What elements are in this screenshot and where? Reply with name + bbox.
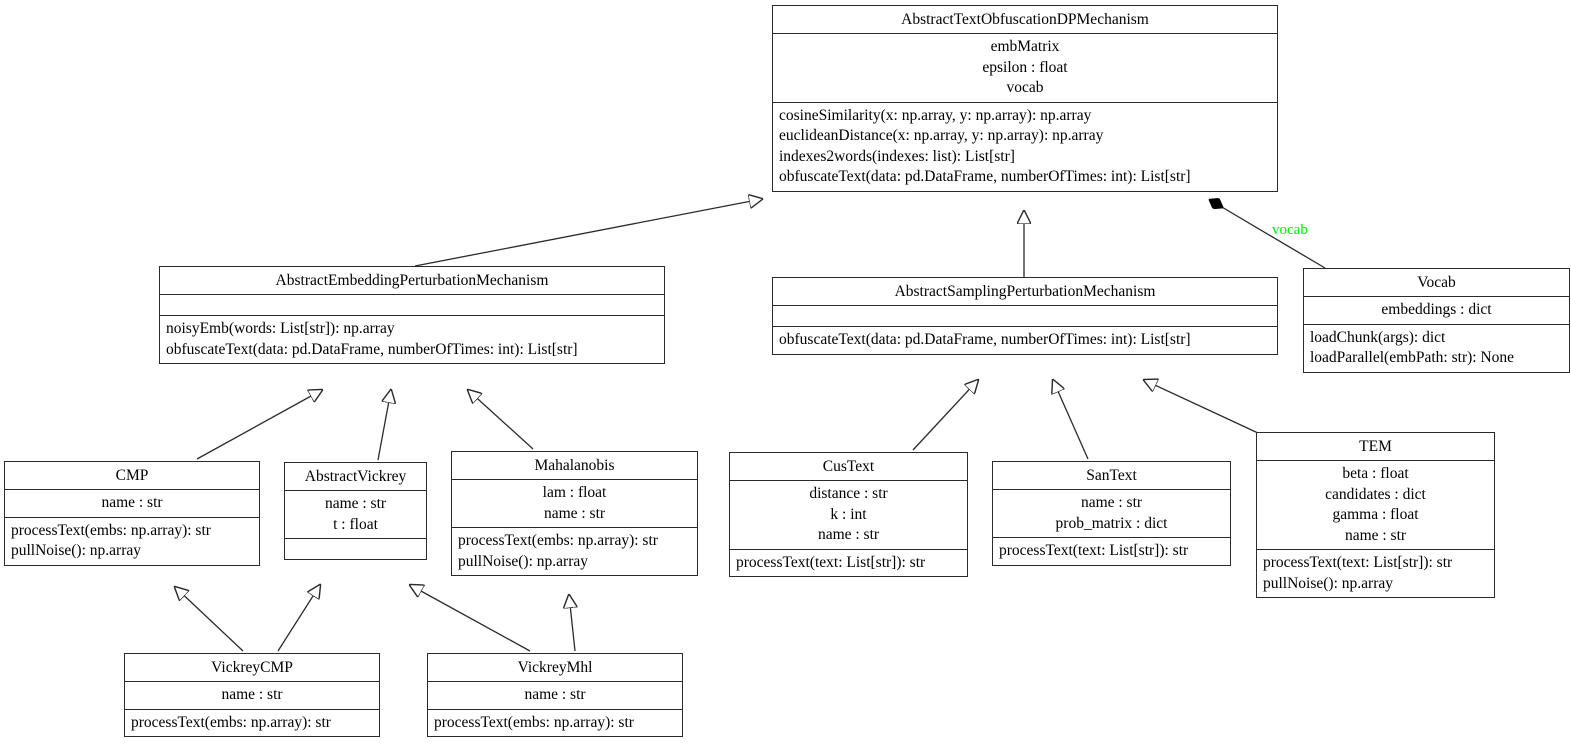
class-member-line: epsilon : float: [982, 58, 1068, 76]
class-methods-abstract-sampling-perturbation-mechanism: obfuscateText(data: pd.DataFrame, number…: [773, 326, 1277, 354]
class-name-abstract-text-obfuscation-dp-mechanism: AbstractTextObfuscationDPMechanism: [901, 11, 1149, 28]
class-attributes-abstract-vickrey: name : str t : float: [285, 490, 426, 538]
inheritance-edge-santext-to-sampling: [1053, 380, 1089, 460]
class-name-abstract-vickrey: AbstractVickrey: [304, 468, 407, 485]
class-member-line: obfuscateText(data: pd.DataFrame, number…: [779, 168, 1191, 185]
class-member-line: processText(text: List[str]): str: [999, 542, 1189, 559]
class-methods-vocab: loadChunk(args): dict loadParallel(embPat…: [1304, 323, 1569, 372]
class-attributes-abstract-text-obfuscation-dp-mechanism: embMatrix epsilon : float vocab: [773, 33, 1277, 102]
class-member-line: cosineSimilarity(x: np.array, y: np.arra…: [779, 106, 1092, 124]
class-member-line: beta : float: [1342, 465, 1409, 482]
class-attributes-santext: name : str prob_matrix : dict: [993, 489, 1230, 537]
class-member-line: processText(embs: np.array): str: [131, 713, 331, 731]
class-attributes-vickrey-cmp: name : str: [125, 681, 379, 709]
class-box-abstract-sampling-perturbation-mechanism[interactable]: AbstractSamplingPerturbationMechanism ob…: [772, 277, 1278, 355]
inheritance-edge-vickreycmp-to-vickrey: [277, 585, 320, 652]
class-methods-abstract-text-obfuscation-dp-mechanism: cosineSimilarity(x: np.array, y: np.arra…: [773, 101, 1277, 191]
class-methods-vickrey-mhl: processText(embs: np.array): str: [428, 708, 682, 737]
class-member-line: distance : str: [809, 485, 888, 502]
class-name-abstract-embedding-perturbation-mechanism: AbstractEmbeddingPerturbationMechanism: [275, 272, 549, 289]
class-member-line: name : str: [543, 504, 606, 522]
class-box-mahalanobis[interactable]: Mahalanobis lam : float name : str proces…: [451, 451, 698, 576]
class-member-line: noisyEmb(words: List[str]): np.array: [166, 320, 395, 337]
class-member-line: obfuscateText(data: pd.DataFrame, number…: [779, 331, 1191, 348]
class-member-line: name : str: [221, 686, 283, 703]
class-member-line: name : str: [524, 686, 586, 703]
class-box-tem[interactable]: TEM beta : float candidates : dict gamma :…: [1256, 432, 1495, 598]
class-methods-mahalanobis: processText(embs: np.array): str pullNois…: [452, 527, 697, 575]
inheritance-edge-vickrey-to-embedding: [377, 390, 391, 461]
inheritance-edge-custext-to-sampling: [912, 380, 978, 451]
class-attributes-abstract-embedding-perturbation-mechanism: [160, 294, 664, 315]
class-member-line: t : float: [333, 515, 378, 533]
class-member-line: candidates : dict: [1325, 485, 1426, 503]
class-name-vocab: Vocab: [1417, 274, 1456, 291]
class-name-tem: TEM: [1359, 438, 1392, 455]
class-member-line: pullNoise(): np.array: [11, 542, 141, 559]
class-member-line: loadParallel(embPath: str): None: [1310, 349, 1515, 366]
class-box-abstract-embedding-perturbation-mechanism[interactable]: AbstractEmbeddingPerturbationMechanism n…: [159, 266, 665, 364]
class-name-abstract-sampling-perturbation-mechanism: AbstractSamplingPerturbationMechanism: [894, 283, 1156, 300]
class-box-vickrey-cmp[interactable]: VickreyCMP name : str processText(embs: …: [124, 653, 380, 737]
class-member-line: k : int: [830, 505, 867, 523]
class-box-vickrey-mhl[interactable]: VickreyMhl name : str processText(embs: …: [427, 653, 683, 737]
class-member-line: embeddings : dict: [1381, 301, 1492, 318]
inheritance-edge-tem-to-sampling: [1144, 380, 1259, 434]
class-member-line: euclideanDistance(x: np.array, y: np.arr…: [779, 127, 1104, 144]
composition-label-vocab: vocab: [1272, 222, 1308, 238]
class-member-line: loadChunk(args): dict: [1310, 328, 1446, 346]
class-member-line: pullNoise(): np.array: [458, 552, 588, 570]
class-methods-vickrey-cmp: processText(embs: np.array): str: [125, 708, 379, 737]
class-member-line: processText(embs: np.array): str: [434, 713, 634, 731]
class-member-line: gamma : float: [1332, 506, 1419, 523]
class-member-line: name : str: [1344, 526, 1407, 544]
class-member-line: processText(embs: np.array): str: [11, 521, 211, 539]
class-member-line: embMatrix: [990, 38, 1060, 55]
inheritance-edge-embedding-to-root: [414, 199, 762, 267]
class-member-line: prob_matrix : dict: [1055, 514, 1168, 532]
class-name-cmp: CMP: [115, 467, 149, 484]
class-member-line: lam : float: [542, 484, 607, 501]
class-box-cmp[interactable]: CMP name : str processText(embs: np.arra…: [4, 461, 260, 566]
class-member-line: name : str: [1080, 494, 1143, 511]
class-box-santext[interactable]: SanText name : str prob_matrix : dict pro…: [992, 461, 1231, 566]
class-attributes-abstract-sampling-perturbation-mechanism: [773, 305, 1277, 326]
class-attributes-mahalanobis: lam : float name : str: [452, 479, 697, 527]
class-attributes-cmp: name : str: [5, 489, 259, 517]
class-member-line: pullNoise(): np.array: [1263, 574, 1393, 592]
class-name-vickrey-mhl: VickreyMhl: [517, 659, 593, 676]
class-methods-santext: processText(text: List[str]): str: [993, 537, 1230, 565]
class-attributes-vickrey-mhl: name : str: [428, 681, 682, 709]
class-methods-cmp: processText(embs: np.array): str pullNois…: [5, 516, 259, 565]
class-name-santext: SanText: [1086, 467, 1137, 484]
class-methods-tem: processText(text: List[str]): str pullNoi…: [1257, 549, 1494, 597]
class-member-line: name : str: [817, 526, 880, 543]
class-attributes-custext: distance : str k : int name : str: [730, 480, 967, 549]
class-member-line: vocab: [1006, 79, 1044, 96]
class-box-vocab[interactable]: Vocab embeddings : dict loadChunk(args):…: [1303, 268, 1570, 373]
class-box-abstract-text-obfuscation-dp-mechanism[interactable]: AbstractTextObfuscationDPMechanism embMa…: [772, 5, 1278, 192]
class-name-mahalanobis: Mahalanobis: [534, 457, 615, 474]
class-name-custext: CusText: [822, 458, 875, 475]
class-member-line: obfuscateText(data: pd.DataFrame, number…: [166, 340, 578, 358]
inheritance-edge-cmp-to-embedding: [196, 390, 322, 460]
inheritance-edge-vickreymhl-to-mahalanobis: [569, 595, 575, 652]
class-methods-abstract-embedding-perturbation-mechanism: noisyEmb(words: List[str]): np.array obfu…: [160, 315, 664, 363]
class-member-line: name : str: [324, 495, 387, 512]
class-attributes-vocab: embeddings : dict: [1304, 296, 1569, 324]
class-member-line: processText(embs: np.array): str: [458, 532, 658, 549]
inheritance-edge-mahalanobis-to-embedding: [468, 390, 534, 450]
class-attributes-tem: beta : float candidates : dict gamma : flo…: [1257, 460, 1494, 549]
inheritance-edge-vickreycmp-to-cmp: [175, 587, 244, 652]
class-member-line: processText(text: List[str]): str: [736, 553, 926, 571]
class-member-line: name : str: [101, 494, 163, 511]
class-box-abstract-vickrey[interactable]: AbstractVickrey name : str t : float: [284, 462, 427, 560]
class-name-vickrey-cmp: VickreyCMP: [211, 659, 293, 676]
inheritance-edge-vickreymhl-to-vickrey: [410, 585, 531, 652]
class-member-line: processText(text: List[str]): str: [1263, 554, 1453, 571]
class-methods-custext: processText(text: List[str]): str: [730, 548, 967, 577]
class-methods-abstract-vickrey: [285, 538, 426, 559]
class-member-line: indexes2words(indexes: list): List[str]: [779, 147, 1015, 165]
